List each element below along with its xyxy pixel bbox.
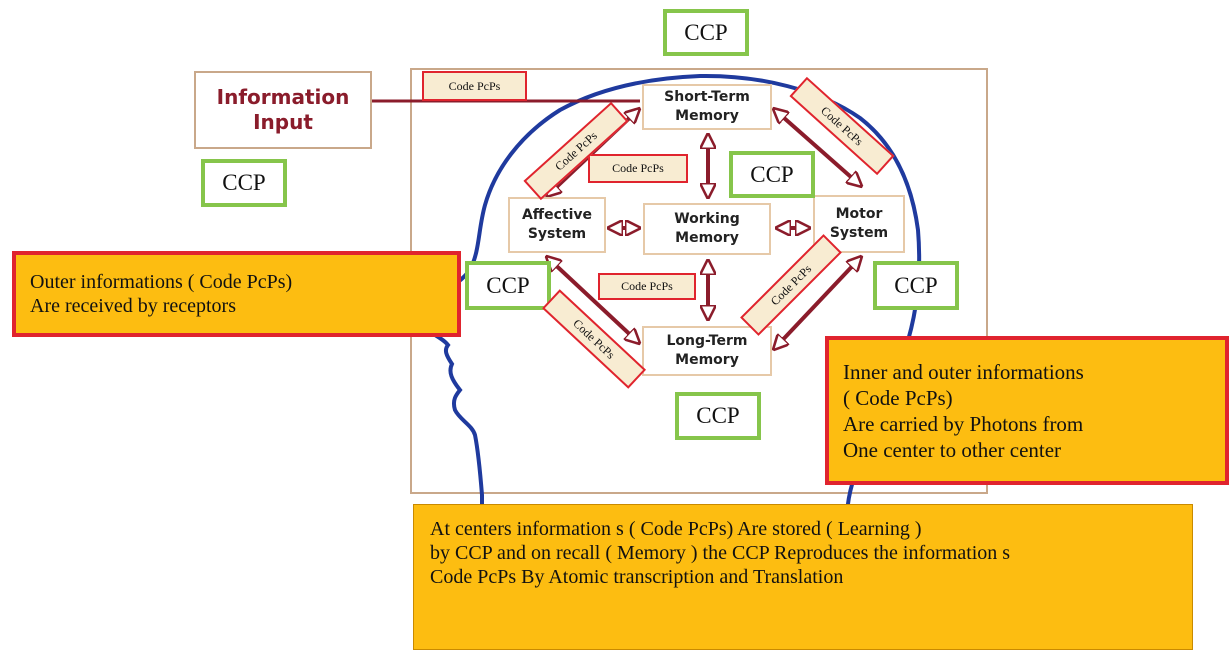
- outer-note-line1: Outer informations ( Code PcPs): [30, 271, 293, 293]
- ccp-box-left: CCP: [201, 159, 287, 207]
- affective-system-line1: Affective: [521, 207, 593, 223]
- code-pcps-text: Code PcPs: [448, 78, 501, 93]
- information-input-line1: Information: [216, 85, 350, 109]
- working-memory-box: Working Memory: [643, 203, 771, 255]
- code-pcps-label-lower: Code PcPs: [598, 273, 696, 300]
- short-term-memory-line1: Short-Term: [664, 89, 750, 105]
- motor-system-line1: Motor: [835, 206, 883, 222]
- outer-note-line2: Are received by receptors: [30, 295, 236, 317]
- code-pcps-text: Code PcPs: [612, 161, 664, 175]
- ccp-label: CCP: [222, 170, 266, 195]
- affective-system-box: Affective System: [508, 197, 606, 253]
- code-pcps-text: Code PcPs: [621, 279, 673, 293]
- ccp-label: CCP: [894, 272, 938, 298]
- outer-informations-note: Outer informations ( Code PcPs) Are rece…: [12, 251, 461, 337]
- inner-note-line1: Inner and outer informations: [843, 359, 1084, 384]
- arrow-motor-ltm: [775, 258, 860, 348]
- code-pcps-label-center: Code PcPs: [588, 154, 688, 183]
- short-term-memory-box: Short-Term Memory: [642, 84, 772, 130]
- ccp-box-top: CCP: [663, 9, 749, 56]
- short-term-memory-line2: Memory: [675, 108, 739, 124]
- arrow-stm-motor: [775, 110, 860, 185]
- information-input-line2: Input: [253, 110, 313, 134]
- bottom-note-line3: Code PcPs By Atomic transcription and Tr…: [430, 566, 844, 588]
- motor-system-line2: System: [829, 225, 889, 241]
- long-term-memory-box: Long-Term Memory: [642, 326, 772, 376]
- inner-informations-note: Inner and outer informations ( Code PcPs…: [825, 336, 1229, 485]
- ccp-label: CCP: [684, 19, 728, 45]
- ccp-label: CCP: [486, 272, 530, 298]
- bottom-note-line2: by CCP and on recall ( Memory ) the CCP …: [430, 542, 1011, 564]
- ccp-label: CCP: [696, 403, 740, 428]
- affective-system-line2: System: [527, 226, 587, 242]
- inner-note-line3: Are carried by Photons from: [843, 411, 1084, 436]
- head-outline: [415, 73, 922, 562]
- ccp-label: CCP: [750, 161, 794, 187]
- working-memory-line2: Memory: [675, 230, 739, 246]
- ccp-box-right: CCP: [873, 261, 959, 310]
- motor-system-box: Motor System: [813, 195, 905, 253]
- ccp-box-mid-left: CCP: [465, 261, 551, 310]
- inner-note-line2: ( Code PcPs): [843, 385, 953, 410]
- long-term-memory-line2: Memory: [675, 352, 739, 368]
- working-memory-line1: Working: [674, 211, 740, 227]
- code-pcps-label-top: Code PcPs: [422, 71, 527, 101]
- information-input-box: Information Input: [194, 71, 372, 149]
- arrow-affective-ltm: [548, 258, 638, 342]
- bottom-note-line1: At centers information s ( Code PcPs) Ar…: [430, 518, 922, 540]
- inner-note-line4: One center to other center: [843, 437, 1062, 462]
- ccp-box-center: CCP: [729, 151, 815, 198]
- long-term-memory-line1: Long-Term: [666, 333, 748, 349]
- centers-storage-note: At centers information s ( Code PcPs) Ar…: [413, 504, 1193, 650]
- ccp-box-bottom: CCP: [675, 392, 761, 440]
